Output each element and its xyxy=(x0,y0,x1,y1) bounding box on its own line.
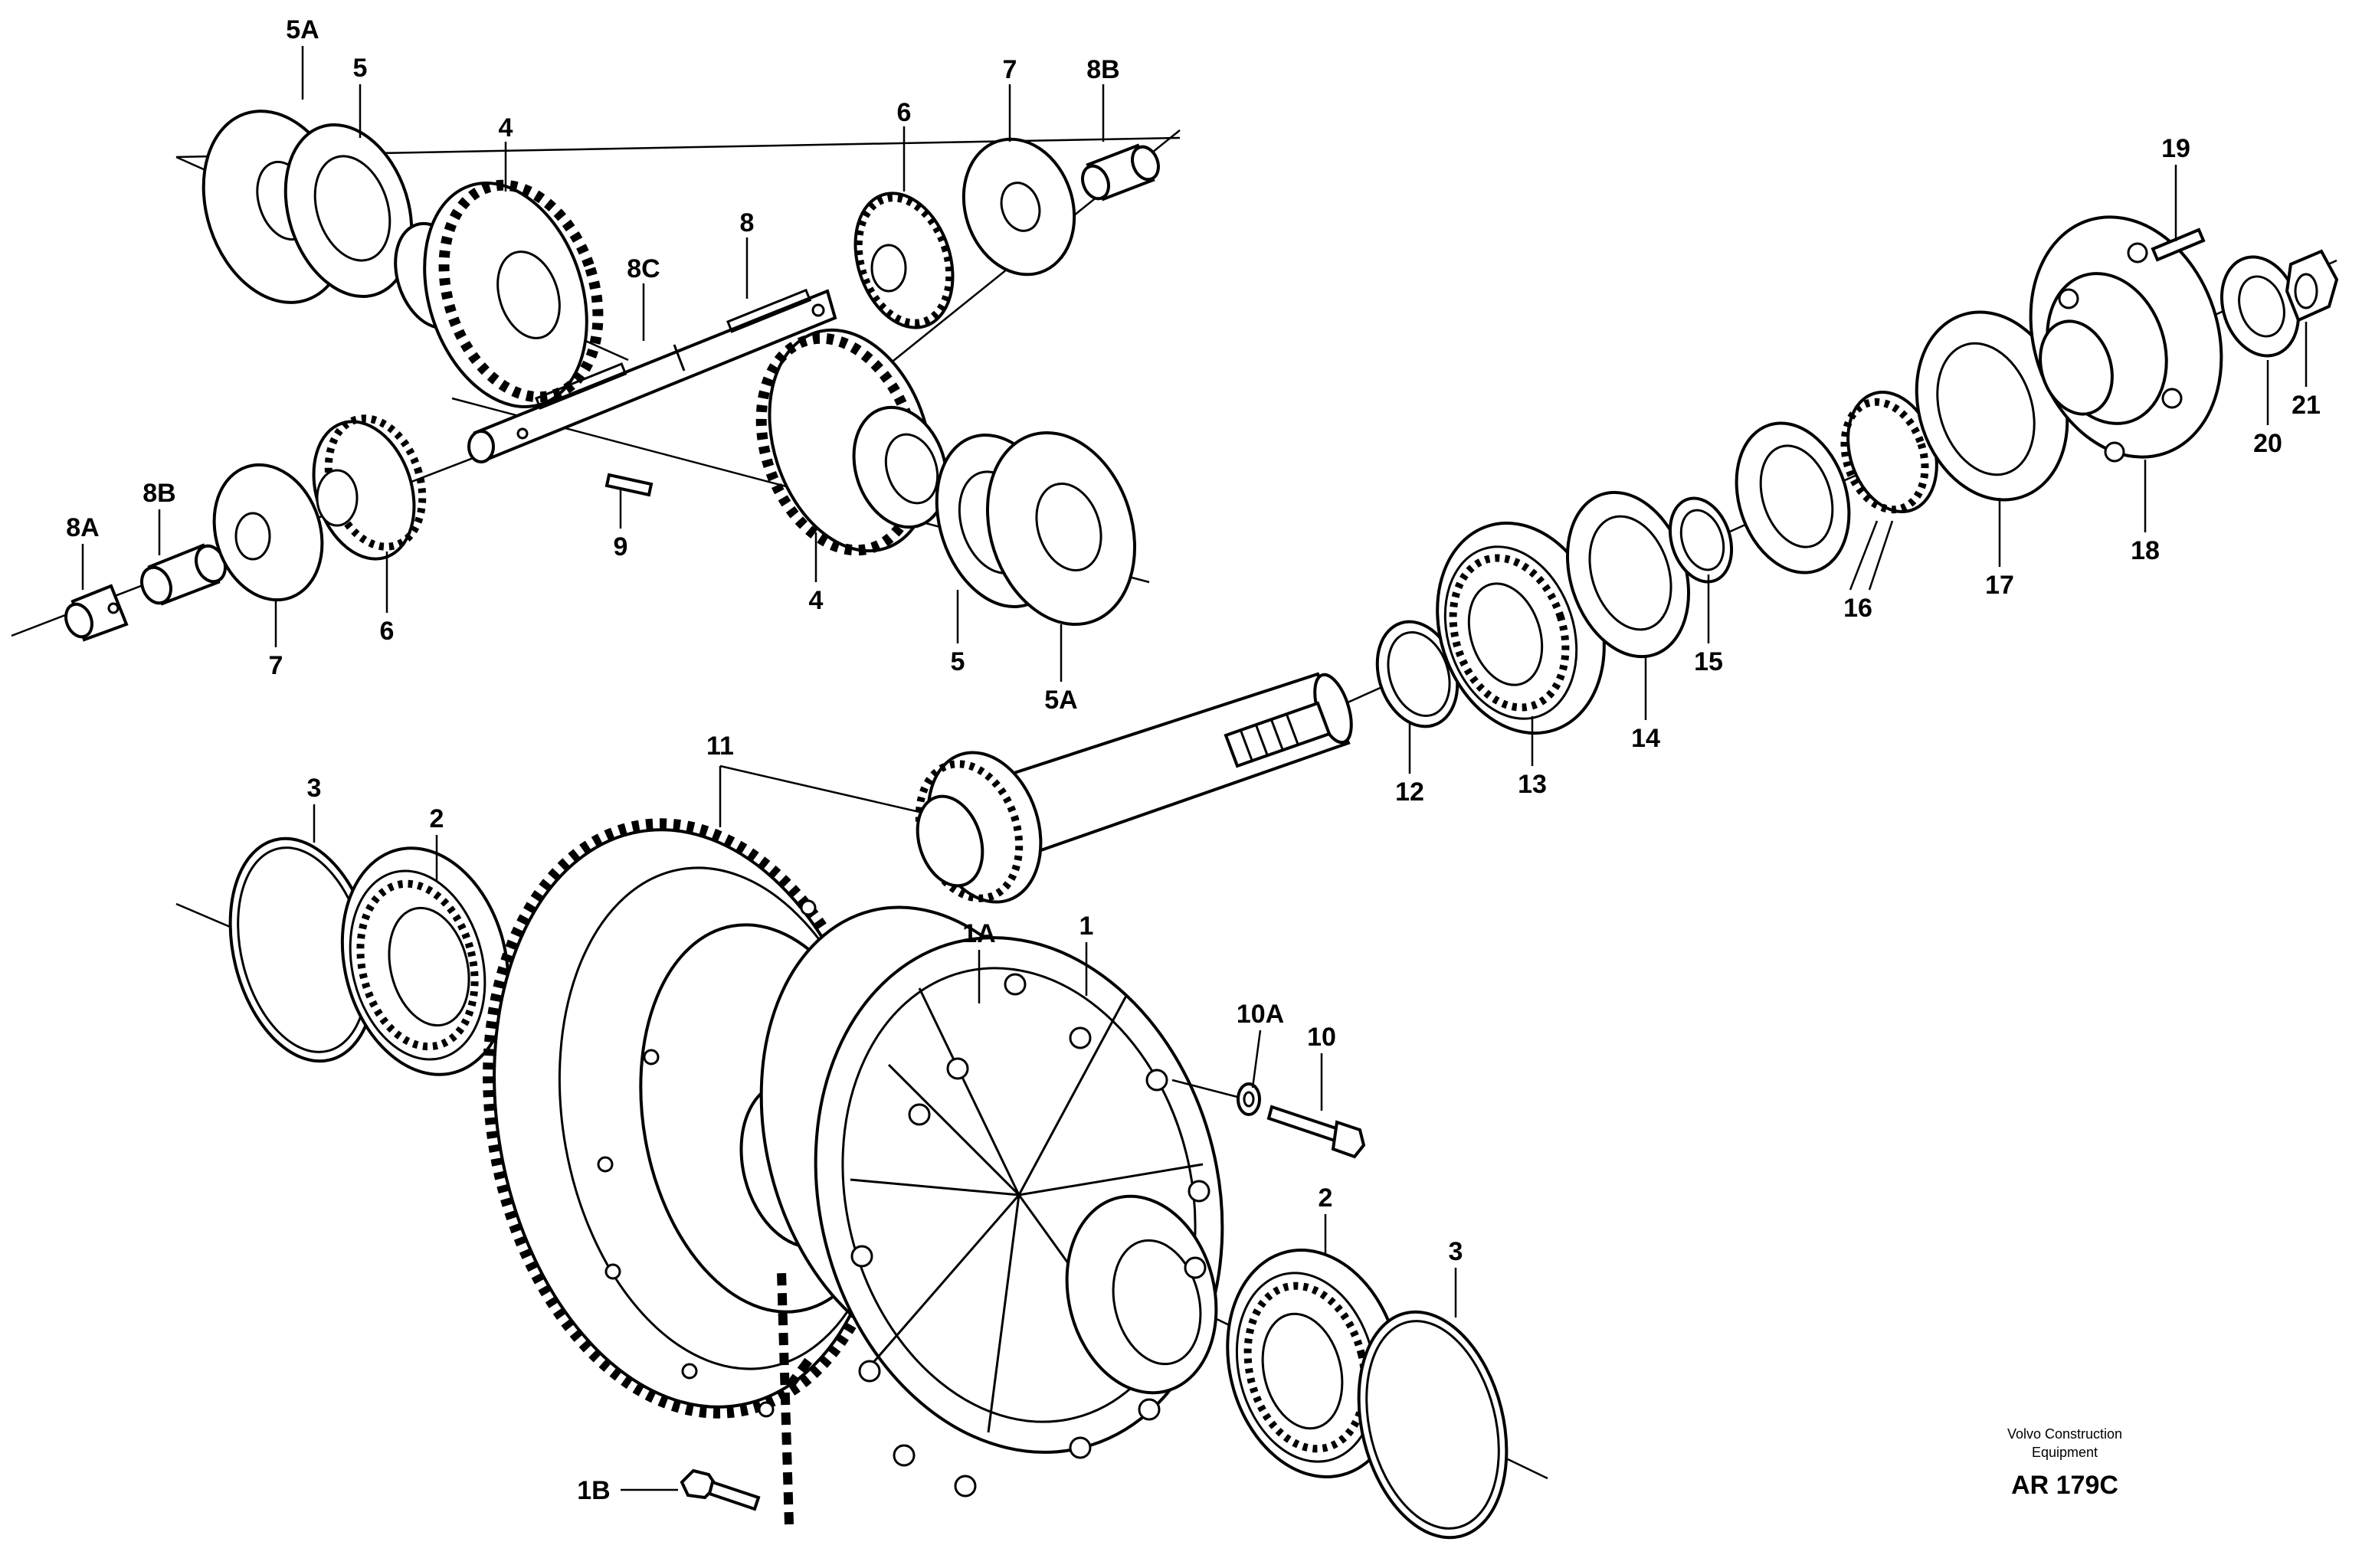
part-15-spacer-ring xyxy=(1668,496,1734,584)
part-8B-bushing-left xyxy=(140,543,227,606)
callout-1: 1 xyxy=(1079,912,1094,941)
credit-line-1: Volvo Construction xyxy=(2007,1426,2122,1442)
part-1-differential-case xyxy=(739,905,1224,1498)
part-19-stud xyxy=(2151,228,2206,262)
callout-9: 9 xyxy=(614,532,628,561)
callout-7-bottom: 7 xyxy=(269,651,283,680)
callout-20: 20 xyxy=(2253,429,2282,458)
callout-8C: 8C xyxy=(627,254,660,283)
part-3-ring-left xyxy=(228,836,377,1063)
part-10A-washer xyxy=(1237,1082,1261,1116)
callout-15: 15 xyxy=(1694,647,1723,676)
callout-5A-bottom: 5A xyxy=(1044,686,1077,715)
part-6-pinion-gear-bottom xyxy=(312,414,427,561)
part-12-shim-ring xyxy=(1375,620,1459,728)
callout-1B: 1B xyxy=(577,1476,610,1505)
part-20-washer xyxy=(2220,255,2300,358)
callout-4-top: 4 xyxy=(499,113,513,142)
part-7-washer-bottom xyxy=(212,463,324,602)
callout-16: 16 xyxy=(1843,594,1872,623)
callout-4-bottom: 4 xyxy=(809,586,824,615)
callout-3-right: 3 xyxy=(1449,1237,1463,1266)
part-2-bearing-left xyxy=(340,846,510,1076)
callout-5-top: 5 xyxy=(353,54,368,83)
part-10-bolt xyxy=(1171,1079,1366,1159)
credit-line-2: Equipment xyxy=(2032,1445,2098,1460)
part-5-spacer-top xyxy=(283,123,414,298)
part-2-bearing-right xyxy=(1226,1249,1402,1478)
part-17-bearing-cup xyxy=(1915,310,2069,502)
part-5A-thrust-washer-bottom xyxy=(985,430,1137,627)
case-split-marker xyxy=(777,1271,816,1525)
part-8B-bushing-top xyxy=(1081,143,1160,201)
part-6-pinion-gear-top xyxy=(853,191,955,329)
leader-lines xyxy=(81,46,2308,1491)
credit-block: Volvo Construction Equipment AR 179C xyxy=(2007,1426,2122,1500)
part-16-tapered-bearing xyxy=(1735,391,1938,574)
callout-14: 14 xyxy=(1631,724,1660,753)
part-21-nut xyxy=(2285,249,2339,322)
callout-3-left: 3 xyxy=(307,774,322,803)
part-1B-bolt xyxy=(680,1468,761,1511)
part-4-side-gear-bottom xyxy=(755,328,948,556)
part-8A-bushing xyxy=(64,584,129,642)
part-18-companion-flange xyxy=(2029,215,2223,463)
part-7-washer-top xyxy=(962,137,1076,277)
callout-5A-top: 5A xyxy=(286,15,319,44)
callout-6-top: 6 xyxy=(897,98,912,127)
part-3-ring-right xyxy=(1357,1310,1509,1540)
callout-2-left: 2 xyxy=(430,804,444,833)
callout-13: 13 xyxy=(1518,770,1547,799)
callout-10A: 10A xyxy=(1237,1000,1284,1029)
part-8-cross-shaft xyxy=(467,288,837,463)
callout-12: 12 xyxy=(1395,777,1424,807)
part-9-pin xyxy=(604,473,654,497)
callout-8: 8 xyxy=(740,208,755,237)
drawing-code: AR 179C xyxy=(2011,1471,2118,1500)
callout-1A: 1A xyxy=(962,919,995,948)
callout-18: 18 xyxy=(2131,536,2160,565)
callout-8B-top: 8B xyxy=(1086,55,1119,84)
callout-7-top: 7 xyxy=(1003,55,1017,84)
callout-6-bottom: 6 xyxy=(380,617,395,646)
callout-11: 11 xyxy=(706,732,734,761)
callout-2-right: 2 xyxy=(1319,1183,1333,1213)
part-11-drive-pinion xyxy=(915,672,1353,904)
callout-8A: 8A xyxy=(66,513,99,542)
callout-5-bottom: 5 xyxy=(951,647,965,676)
callout-8B-left: 8B xyxy=(143,479,175,508)
callout-10: 10 xyxy=(1307,1023,1336,1052)
callout-17: 17 xyxy=(1985,571,2014,600)
callout-19: 19 xyxy=(2161,134,2190,163)
callout-labels: 5A 5 4 8C 8 6 7 8B 8A 8B 7 6 9 4 5 5A 19… xyxy=(66,15,2321,1505)
callout-21: 21 xyxy=(2292,391,2321,420)
